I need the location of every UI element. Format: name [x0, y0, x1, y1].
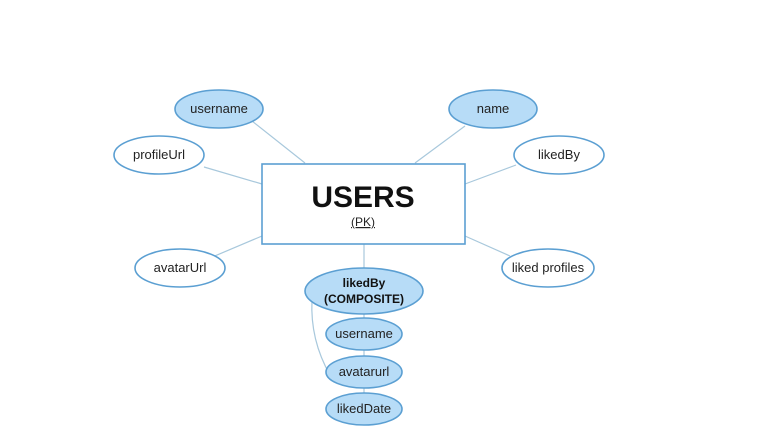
composite-likedby-shape — [304, 267, 424, 315]
attribute-username: username — [174, 89, 264, 129]
entity-title: USERS — [311, 181, 414, 214]
attribute-avatarurl-shape — [134, 248, 226, 288]
composite-child-likeddate-shape — [325, 392, 403, 426]
edge-avatarurl — [209, 235, 263, 259]
composite-child-likeddate: likedDate — [325, 392, 403, 426]
composite-child-avatarurl-shape — [325, 355, 403, 389]
attribute-profileurl: profileUrl — [113, 135, 205, 175]
composite-child-avatarurl-label: avatarurl — [339, 364, 390, 379]
attribute-likedby-shape — [513, 135, 605, 175]
edge-liked-profiles — [464, 235, 511, 257]
composite-child-username-shape — [325, 317, 403, 351]
attribute-profileurl-shape — [113, 135, 205, 175]
entity-users: USERS (PK) — [261, 163, 466, 245]
composite-child-username: username — [325, 317, 403, 351]
edge-name — [414, 125, 466, 164]
attribute-name-label: name — [477, 101, 510, 116]
attribute-name-shape — [448, 89, 538, 129]
attribute-profileurl-label: profileUrl — [133, 147, 185, 162]
attribute-avatarurl: avatarUrl — [134, 248, 226, 288]
attribute-name: name — [448, 89, 538, 129]
composite-likedby-label-line1: likedBy — [343, 276, 386, 290]
edge-likedby — [464, 164, 517, 185]
composite-likedby-label-line2: (COMPOSITE) — [324, 292, 404, 306]
attribute-username-shape — [174, 89, 264, 129]
entity-box — [261, 163, 466, 245]
attribute-username-label: username — [190, 101, 248, 116]
attribute-avatarurl-label: avatarUrl — [154, 260, 207, 275]
attribute-likedby-label: likedBy — [538, 147, 580, 162]
entity-primary-key: (PK) — [351, 215, 375, 229]
composite-child-username-label: username — [335, 326, 393, 341]
attribute-liked-profiles-shape — [501, 248, 595, 288]
edge-profileurl — [203, 166, 263, 185]
composite-child-likeddate-label: likedDate — [337, 401, 391, 416]
connectors — [203, 120, 517, 393]
edge-username — [251, 120, 306, 164]
attribute-liked-profiles: liked profiles — [501, 248, 595, 288]
composite-likedby: likedBy (COMPOSITE) — [304, 267, 424, 315]
attribute-likedby: likedBy — [513, 135, 605, 175]
composite-child-avatarurl: avatarurl — [325, 355, 403, 389]
attribute-liked-profiles-label: liked profiles — [512, 260, 585, 275]
